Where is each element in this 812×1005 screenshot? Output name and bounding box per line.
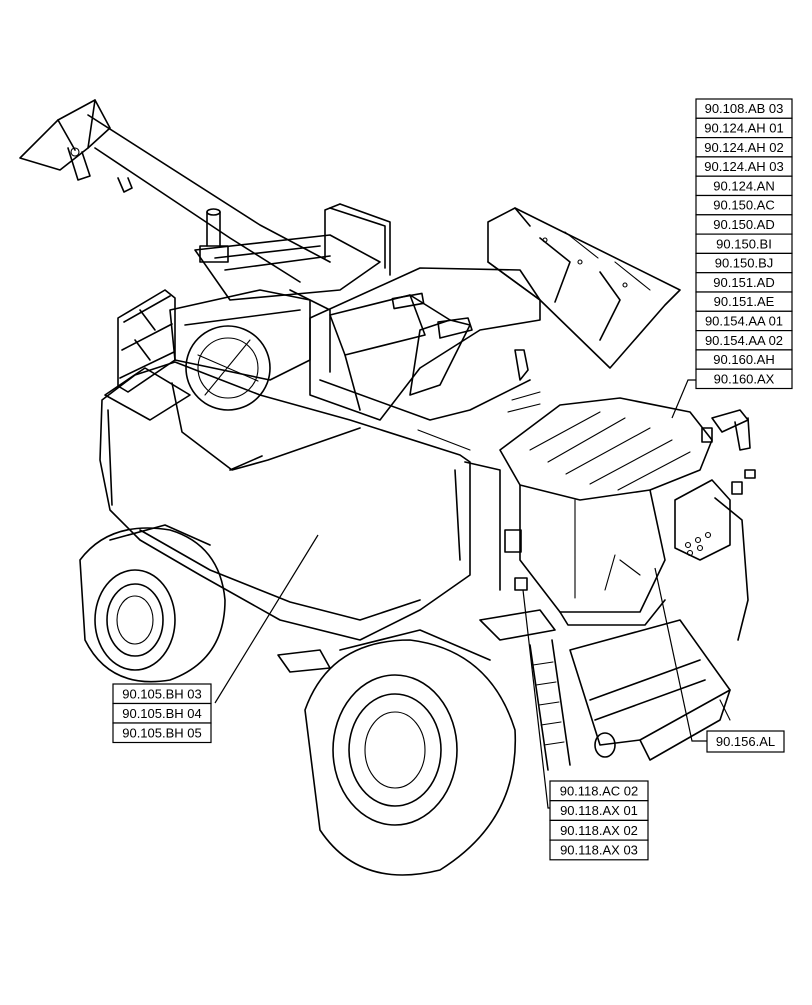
part-reference-label: 90.150.BI [716,236,772,251]
combine-harvester-drawing [19,99,756,876]
part-reference-label: 90.108.AB 03 [705,101,784,116]
unloading-auger [19,99,331,283]
part-reference-label: 90.154.AA 02 [705,333,783,348]
callout-cell [695,368,793,390]
callout-cell [549,839,649,861]
part-reference-label: 90.118.AX 01 [560,803,638,818]
part-reference-label: 90.151.AE [714,294,775,309]
rear-platform [194,203,391,301]
part-reference-label: 90.105.BH 04 [122,706,202,721]
part-reference-label: 90.151.AD [713,275,774,290]
callout-box-bottom-right: 90.156.AL [706,730,785,753]
part-reference-label: 90.124.AH 02 [704,140,784,155]
part-reference-label: 90.105.BH 05 [122,725,202,740]
callout-cell [706,730,785,753]
part-reference-label: 90.160.AX [714,371,775,386]
part-reference-label: 90.124.AH 01 [704,120,784,135]
part-reference-label: 90.160.AH [713,352,774,367]
part-reference-label: 90.150.AD [713,217,774,232]
front-wheel [277,629,517,876]
part-reference-label: 90.105.BH 03 [122,686,202,701]
leader-left [214,534,319,704]
engine-compartment [169,289,331,411]
leader-lines [214,379,710,809]
leader-top-right [671,379,696,419]
main-body [99,361,501,641]
rear-wheel-left [79,524,226,683]
part-reference-label: 90.118.AC 02 [560,783,639,798]
right-platform [674,409,756,641]
part-reference-label: 90.124.AH 03 [704,159,784,174]
leader-bottom-right [654,567,710,742]
left-railing [104,289,191,421]
callout-box-bottom-center: 90.118.AC 02 90.118.AX 01 90.118.AX 02 90.1… [549,780,649,861]
part-reference-label: 90.118.AX 02 [560,823,638,838]
part-reference-label: 90.150.AC [713,198,774,213]
grain-tank [309,267,541,451]
part-reference-label: 90.150.BJ [715,256,774,271]
part-reference-label: 90.156.AL [716,734,775,749]
feeder-housing [569,619,731,761]
callout-cell [112,722,212,744]
exhaust-stack [199,208,229,263]
tank-cover [487,207,681,369]
cab-hood [499,397,713,626]
access-ladder [479,529,571,771]
part-reference-label: 90.118.AX 03 [560,842,638,857]
callout-box-left: 90.105.BH 03 90.105.BH 04 90.105.BH 05 [112,683,212,744]
part-reference-label: 90.124.AN [713,178,774,193]
callout-box-top-right: 90.108.AB 03 90.124.AH 01 90.124.AH 02 90.1… [695,98,793,390]
part-reference-label: 90.154.AA 01 [705,313,783,328]
